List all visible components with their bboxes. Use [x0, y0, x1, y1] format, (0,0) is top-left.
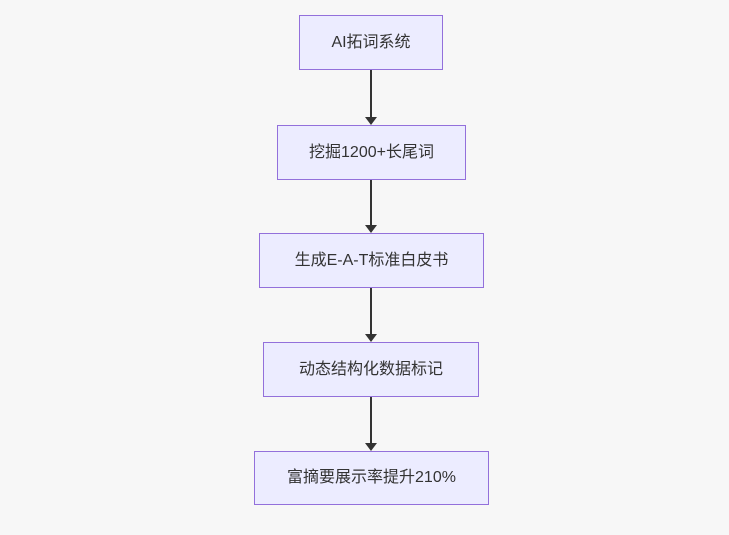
flow-node-label: 挖掘1200+长尾词	[309, 143, 434, 161]
flow-node-longtail-mining: 挖掘1200+长尾词	[277, 125, 466, 180]
arrowhead-icon	[365, 225, 377, 233]
flow-edge-4	[365, 397, 377, 451]
flow-node-ai-system: AI拓词系统	[299, 15, 443, 70]
flow-edge-3	[365, 288, 377, 342]
flow-node-label: AI拓词系统	[331, 33, 411, 51]
edge-line	[370, 70, 372, 117]
edge-line	[370, 397, 372, 443]
edge-line	[370, 180, 372, 225]
flow-edge-1	[365, 70, 377, 125]
flow-node-structured-data: 动态结构化数据标记	[263, 342, 479, 397]
flow-node-eat-whitepaper: 生成E-A-T标准白皮书	[259, 233, 484, 288]
edge-line	[370, 288, 372, 334]
arrowhead-icon	[365, 443, 377, 451]
arrowhead-icon	[365, 117, 377, 125]
flow-node-label: 生成E-A-T标准白皮书	[294, 251, 449, 269]
flow-edge-2	[365, 180, 377, 233]
arrowhead-icon	[365, 334, 377, 342]
flow-node-label: 富摘要展示率提升210%	[287, 469, 456, 487]
flow-node-label: 动态结构化数据标记	[298, 360, 443, 378]
flow-node-rich-snippet-result: 富摘要展示率提升210%	[254, 451, 489, 505]
